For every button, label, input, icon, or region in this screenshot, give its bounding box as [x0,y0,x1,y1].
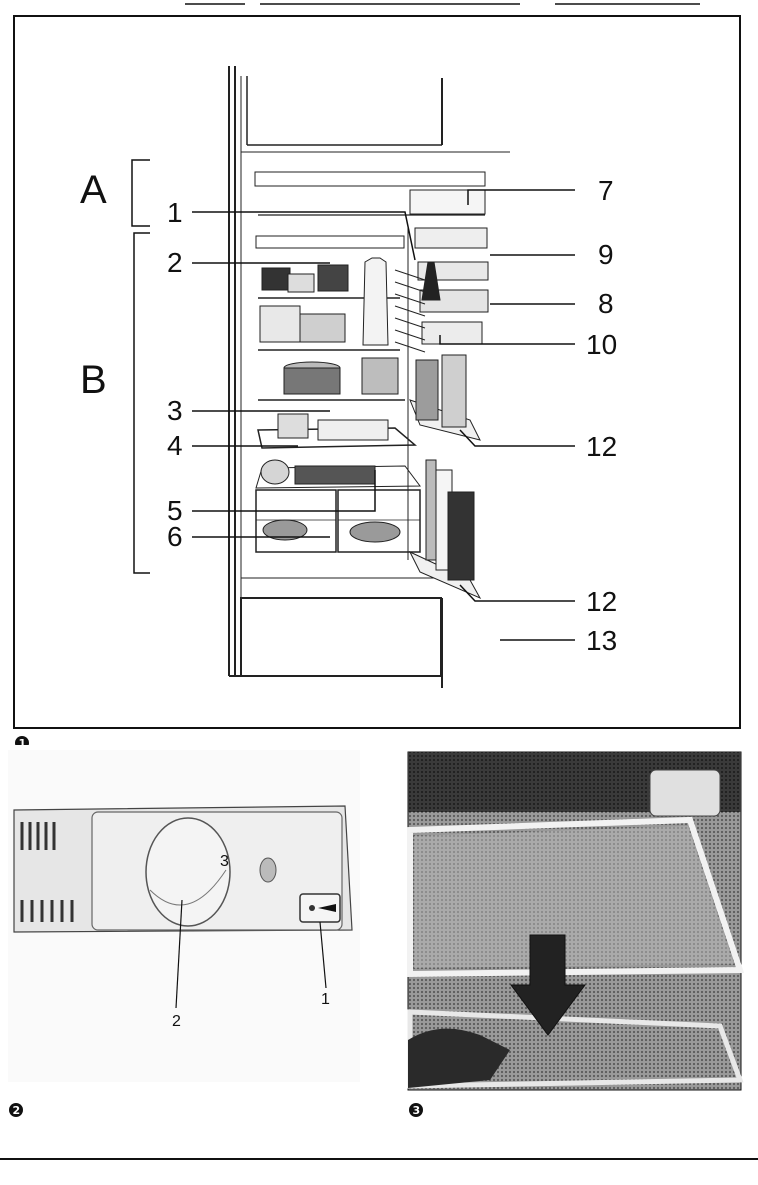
section-label-b: B [80,358,107,402]
callout-10: 10 [586,329,617,360]
bottom-rule [0,1158,758,1160]
leader-lines [192,190,575,640]
callout-2: 2 [167,247,183,278]
section-brackets [132,160,150,573]
figure-2-drawing: 3 2 1 2 [0,750,380,1130]
callout-4: 4 [167,430,183,461]
callout-1: 1 [321,991,330,1008]
thermostat-dial[interactable] [146,818,230,926]
callout-13: 13 [586,625,617,656]
figure-2-panel: 3 2 1 2 [0,750,380,1130]
dial-mark-3: 3 [220,853,229,870]
callout-2: 2 [172,1013,181,1030]
glass-shelf-surface [414,826,734,968]
indicator-lamp [260,858,276,882]
callout-3: 3 [167,395,183,426]
callout-8: 8 [598,288,614,319]
callout-1: 1 [167,197,183,228]
section-label-a: A [80,168,107,212]
door-racks [395,190,488,598]
callout-9: 9 [598,239,614,270]
figure-1-badge-number: 1 [19,737,27,745]
figure-1-drawing: A B 1 2 3 4 5 6 7 9 8 10 12 12 13 1 [0,0,758,745]
figure-1-panel: A B 1 2 3 4 5 6 7 9 8 10 12 12 13 1 [0,0,758,745]
callout-7: 7 [598,175,614,206]
callout-12-upper: 12 [586,431,617,462]
thermostat-housing [650,770,720,816]
figure-3-drawing: 3 [400,750,750,1130]
switch-dot [309,905,315,911]
figure-3-badge-number: 3 [413,1104,421,1117]
callout-12-lower: 12 [586,586,617,617]
callout-6: 6 [167,521,183,552]
figure-2-badge-number: 2 [13,1104,21,1117]
figure-3-panel: 3 [400,750,750,1130]
